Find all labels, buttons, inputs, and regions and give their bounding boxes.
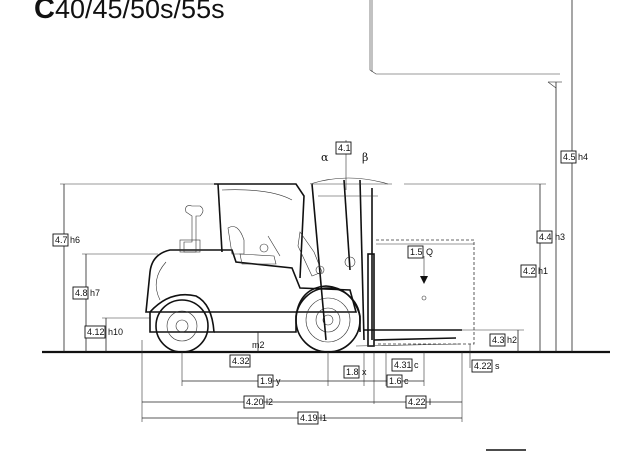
svg-text:Q: Q: [426, 247, 433, 257]
svg-text:4.1: 4.1: [338, 143, 351, 153]
label-h10: 4.12 h10: [84, 325, 123, 339]
svg-text:4.22: 4.22: [474, 361, 492, 371]
label-x: 1.8 x: [343, 365, 367, 379]
svg-text:h6: h6: [70, 235, 80, 245]
svg-text:4.3: 4.3: [492, 335, 505, 345]
svg-text:h10: h10: [108, 327, 123, 337]
svg-text:4.31: 4.31: [394, 360, 412, 370]
label-Q: 1.5 Q: [407, 245, 433, 259]
svg-text:4.32: 4.32: [232, 356, 250, 366]
label-l1: 4.19 l1: [297, 411, 327, 425]
svg-text:4.5: 4.5: [563, 152, 576, 162]
svg-text:h1: h1: [538, 266, 548, 276]
svg-text:4.2: 4.2: [523, 266, 536, 276]
label-h2: 4.3 h2: [489, 333, 517, 347]
svg-text:1.5: 1.5: [410, 247, 423, 257]
svg-text:h3: h3: [555, 232, 565, 242]
label-h3: 4.4 h3: [536, 230, 565, 244]
label-c2: 4.31 c: [391, 358, 419, 372]
svg-text:4.8: 4.8: [75, 288, 88, 298]
label-y: 1.9 y: [257, 374, 281, 388]
svg-text:y: y: [276, 376, 281, 386]
label-h4: 4.5 h4: [560, 150, 588, 164]
svg-text:l2: l2: [266, 397, 273, 407]
svg-text:c: c: [404, 376, 409, 386]
fork: [355, 253, 462, 347]
page-title: C40/45/50s/55s: [34, 0, 225, 26]
svg-text:h2: h2: [507, 335, 517, 345]
label-h6: 4.7 h6: [52, 233, 80, 247]
svg-text:4.12: 4.12: [87, 327, 105, 337]
front-wheel: [295, 287, 361, 353]
svg-text:h7: h7: [90, 288, 100, 298]
svg-text:c: c: [414, 360, 419, 370]
label-l2: 4.20 l2: [243, 395, 273, 409]
svg-text:1.9: 1.9: [260, 376, 273, 386]
beta-symbol: β: [362, 151, 368, 164]
load-outline: [376, 239, 475, 345]
svg-text:s: s: [495, 361, 500, 371]
label-h7: 4.8 h7: [72, 286, 100, 300]
label-l: 4.22 l: [405, 395, 431, 409]
label-tilt: 4.1 α β: [321, 141, 368, 164]
svg-text:m2: m2: [252, 340, 265, 350]
overhead-guard: [214, 183, 305, 279]
extended-mast-outline: [369, 0, 560, 75]
mast: [297, 179, 392, 341]
svg-text:l1: l1: [320, 413, 327, 423]
alpha-symbol: α: [321, 151, 329, 164]
svg-text:x: x: [362, 367, 367, 377]
label-h1: 4.2 h1: [520, 264, 548, 278]
title-prefix: C: [34, 0, 55, 25]
svg-text:l: l: [429, 397, 431, 407]
svg-text:h4: h4: [578, 152, 588, 162]
label-s: 4.22 s: [471, 359, 500, 373]
svg-text:4.19: 4.19: [300, 413, 318, 423]
title-models: 40/45/50s/55s: [54, 0, 225, 24]
tilt-arc: [309, 177, 389, 185]
svg-text:1.6: 1.6: [389, 376, 402, 386]
rear-wheel: [155, 299, 209, 353]
chassis-body: [145, 249, 358, 313]
svg-text:4.20: 4.20: [246, 397, 264, 407]
seat: [227, 226, 245, 255]
svg-text:1.8: 1.8: [346, 367, 359, 377]
svg-text:4.4: 4.4: [539, 232, 552, 242]
label-c: 1.6 c: [386, 374, 409, 388]
svg-text:4.22: 4.22: [408, 397, 426, 407]
label-m2: m2 4.32: [229, 340, 265, 368]
svg-text:4.7: 4.7: [55, 235, 68, 245]
